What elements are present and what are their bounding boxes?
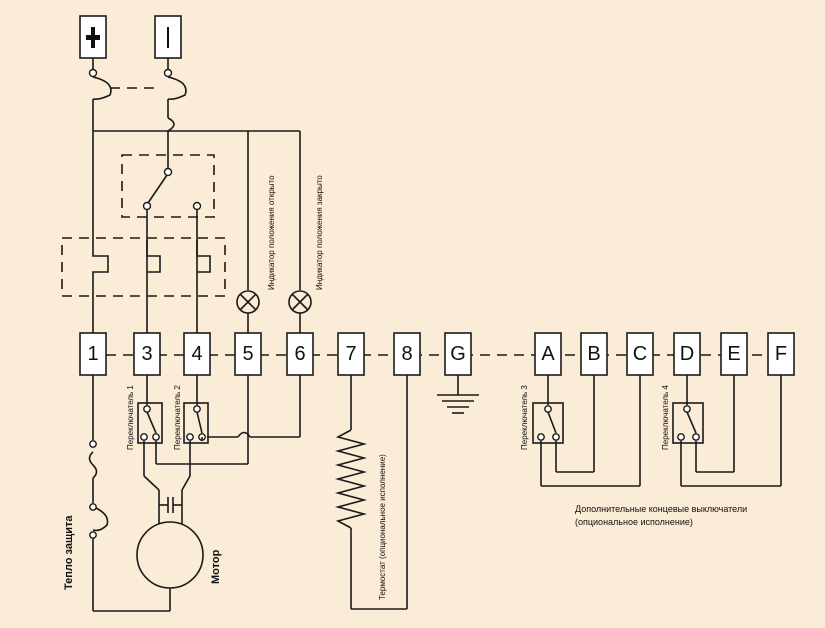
motor-label: Мотор bbox=[210, 549, 222, 584]
limit-switch-4 bbox=[672, 375, 782, 487]
svg-text:G: G bbox=[450, 343, 466, 365]
svg-text:8: 8 bbox=[401, 343, 412, 365]
svg-text:C: C bbox=[633, 343, 647, 365]
terminal-7: 7 bbox=[337, 332, 365, 376]
terminal-5: 5 bbox=[234, 332, 262, 376]
svg-text:1: 1 bbox=[87, 343, 98, 365]
thermostat-label: Термостат (опциональное исполнение) bbox=[378, 454, 387, 600]
thermal-protection bbox=[88, 375, 170, 612]
extra-switches-label-2: (опциональное исполнение) bbox=[575, 517, 693, 527]
svg-text:D: D bbox=[680, 343, 694, 365]
terminal-8: 8 bbox=[393, 332, 421, 376]
svg-text:4: 4 bbox=[191, 343, 202, 365]
limit-switch-2 bbox=[183, 375, 209, 444]
svg-text:6: 6 bbox=[294, 343, 305, 365]
terminal-G: G bbox=[444, 332, 472, 376]
thermostat bbox=[334, 375, 408, 610]
svg-text:5: 5 bbox=[242, 343, 253, 365]
indicator-closed-label: Индикатор положения закрыто bbox=[315, 175, 324, 290]
main-switch bbox=[88, 58, 187, 132]
terminal-6: 6 bbox=[286, 332, 314, 376]
svg-text:7: 7 bbox=[345, 343, 356, 365]
switch3-label: Переключатель 3 bbox=[520, 385, 529, 450]
switch1-label: Переключатель 1 bbox=[126, 385, 135, 450]
indicator-open-label: Индикатор положения открыто bbox=[267, 175, 276, 290]
capacitor bbox=[158, 490, 183, 524]
plus-supply-box bbox=[79, 15, 107, 59]
terminal-C: C bbox=[626, 332, 654, 376]
terminal-D: D bbox=[673, 332, 701, 376]
selector-switch bbox=[121, 131, 215, 333]
ground-symbol bbox=[437, 375, 479, 414]
limit-switch-3 bbox=[532, 375, 641, 487]
terminal-F: F bbox=[767, 332, 795, 376]
thermal-protection-label: Тепло защита bbox=[63, 515, 75, 590]
svg-text:F: F bbox=[775, 343, 787, 365]
terminal-E: E bbox=[720, 332, 748, 376]
limit-switch-1 bbox=[137, 375, 163, 444]
terminal-4: 4 bbox=[183, 332, 211, 376]
svg-text:A: A bbox=[541, 343, 555, 365]
svg-text:3: 3 bbox=[141, 343, 152, 365]
extra-switches-label-1: Дополнительные концевые выключатели bbox=[575, 504, 747, 514]
minus-supply-box bbox=[154, 15, 182, 59]
switch4-label: Переключатель 4 bbox=[661, 385, 670, 450]
motor-symbol bbox=[136, 521, 204, 611]
terminal-3: 3 bbox=[133, 332, 161, 376]
terminal-A: A bbox=[534, 332, 562, 376]
indicator-lamp-closed bbox=[288, 290, 312, 333]
svg-text:B: B bbox=[587, 343, 600, 365]
terminal-1: 1 bbox=[79, 332, 107, 376]
indicator-lamp-open bbox=[236, 290, 260, 333]
switch2-label: Переключатель 2 bbox=[173, 385, 182, 450]
terminal-B: B bbox=[580, 332, 608, 376]
svg-text:E: E bbox=[727, 343, 740, 365]
relay-contacts bbox=[61, 131, 226, 333]
